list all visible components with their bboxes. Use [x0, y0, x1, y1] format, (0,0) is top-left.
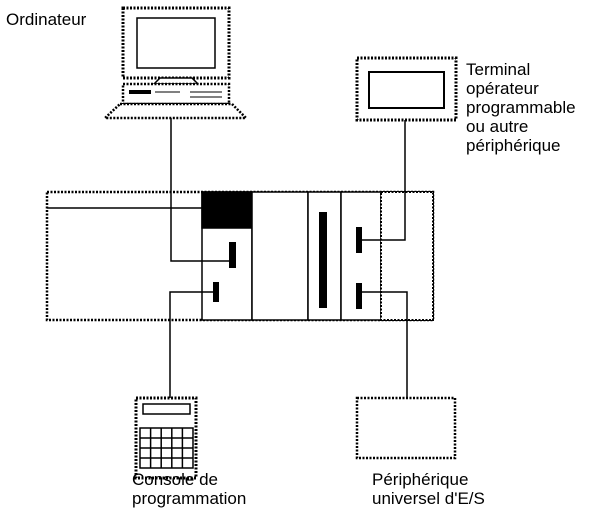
- cpu-port-upper: [229, 242, 236, 268]
- connector-ports: [213, 227, 362, 309]
- plc-rack: [45, 190, 435, 322]
- programming-console-icon: [134, 396, 198, 480]
- comm-port-upper: [356, 227, 362, 253]
- terminal-icon: [355, 56, 458, 122]
- connection-lines: [169, 118, 408, 398]
- computer-label: Ordinateur: [6, 10, 87, 29]
- comm-port-lower: [356, 283, 362, 309]
- computer-icon: [101, 6, 250, 120]
- console-label: Console de programmation: [132, 470, 247, 508]
- terminal-label: Terminal opérateur programmable ou autre…: [466, 60, 576, 155]
- cpu-port-lower: [213, 282, 219, 302]
- io-device-box: [355, 396, 457, 460]
- io-device-label: Périphérique universel d'E/S: [372, 470, 485, 508]
- cpu-dark-block: [201, 191, 253, 229]
- io-bar: [319, 212, 327, 308]
